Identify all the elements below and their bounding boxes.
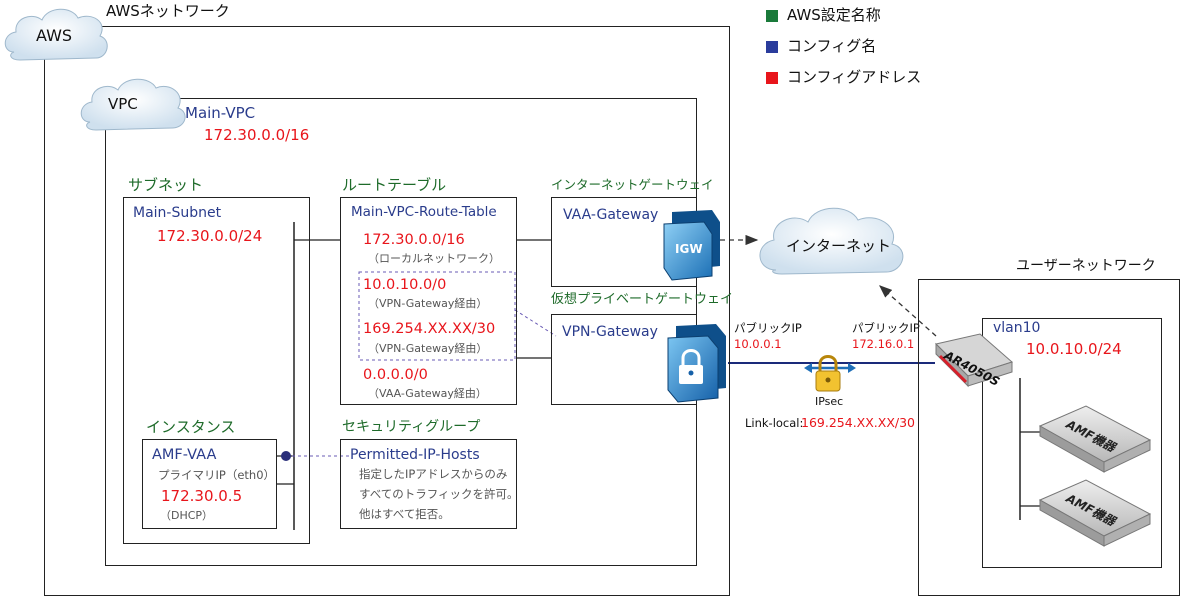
link-local-ip: 169.254.XX.XX/30 xyxy=(801,415,916,430)
vpc-name: Main-VPC xyxy=(185,104,256,122)
instance-ip: 172.30.0.5 xyxy=(161,487,243,505)
user-network-box xyxy=(918,279,1180,596)
legend-label-config: コンフィグ名 xyxy=(787,37,877,55)
subnet-name: Main-Subnet xyxy=(133,205,222,221)
legend-swatch-aws xyxy=(766,10,778,22)
vlan-cidr: 10.0.10.0/24 xyxy=(1026,340,1122,358)
tunnel-user-side-ip: 172.16.0.1 xyxy=(852,337,915,351)
subnet-cidr: 172.30.0.0/24 xyxy=(157,227,263,245)
tunnel-aws-side-ip: 10.0.0.1 xyxy=(734,337,782,351)
legend-label-address: コンフィグアドレス xyxy=(787,68,922,86)
vpc-cidr: 172.30.0.0/16 xyxy=(204,126,310,144)
legend-swatch-config xyxy=(766,41,778,53)
security-group-line-3: 他はすべて拒否。 xyxy=(359,507,450,521)
instance-name: AMF-VAA xyxy=(152,447,217,463)
legend-swatch-address xyxy=(766,72,778,84)
route-1-dest: 10.0.10.0/0 xyxy=(363,277,447,293)
vpn-gateway-name: VPN-Gateway xyxy=(562,324,658,340)
user-network-title: ユーザーネットワーク xyxy=(1016,258,1156,274)
route-table-name: Main-VPC-Route-Table xyxy=(351,204,497,220)
link-local-label: Link-local: xyxy=(745,416,804,430)
vpn-gateway-header: 仮想プライベートゲートウェイ xyxy=(551,292,734,307)
route-table-header: ルートテーブル xyxy=(342,176,447,194)
igw-name: VAA-Gateway xyxy=(563,207,659,223)
igw-icon-label: IGW xyxy=(675,242,703,256)
aws-cloud-label: AWS xyxy=(36,26,73,45)
aws-network-title: AWSネットワーク xyxy=(106,2,230,20)
legend-label-aws: AWS設定名称 xyxy=(787,6,881,24)
instance-ip-note: （DHCP） xyxy=(160,509,214,522)
instance-header: インスタンス xyxy=(146,418,236,436)
subnet-header: サブネット xyxy=(128,176,204,194)
route-2-note: （VPN-Gateway経由） xyxy=(368,342,488,355)
route-3-note: （VAA-Gateway経由） xyxy=(368,387,487,400)
route-1-note: （VPN-Gateway経由） xyxy=(368,297,488,310)
instance-port-dot xyxy=(281,451,291,461)
security-group-box xyxy=(340,439,517,529)
instance-box xyxy=(142,439,277,529)
internet-label: インターネット xyxy=(786,237,892,255)
route-3-dest: 0.0.0.0/0 xyxy=(363,367,428,383)
tunnel-user-side-label: パブリックIP xyxy=(852,321,920,335)
route-2-dest: 169.254.XX.XX/30 xyxy=(363,321,496,337)
route-0-note: （ローカルネットワーク） xyxy=(368,252,500,265)
vlan-name: vlan10 xyxy=(993,320,1041,336)
route-table-box xyxy=(340,197,517,405)
ipsec-label: IPsec xyxy=(815,395,844,408)
route-0-dest: 172.30.0.0/16 xyxy=(363,232,465,248)
security-group-name: Permitted-IP-Hosts xyxy=(350,447,480,463)
vlan-box xyxy=(982,318,1162,568)
security-group-header: セキュリティグループ xyxy=(342,419,481,435)
router-to-internet-arrow xyxy=(879,285,937,337)
security-group-line-2: すべてのトラフィックを許可。 xyxy=(359,487,519,501)
instance-ip-label: プライマリIP（eth0） xyxy=(158,468,276,482)
igw-header: インターネットゲートウェイ xyxy=(551,177,714,192)
aws-network-box xyxy=(44,26,730,596)
subnet-box xyxy=(123,197,310,544)
security-group-line-1: 指定したIPアドレスからのみ xyxy=(359,467,508,481)
vpc-cloud-label: VPC xyxy=(108,95,138,113)
vpn-routes-highlight xyxy=(358,271,516,361)
tunnel-aws-side-label: パブリックIP xyxy=(734,321,802,335)
